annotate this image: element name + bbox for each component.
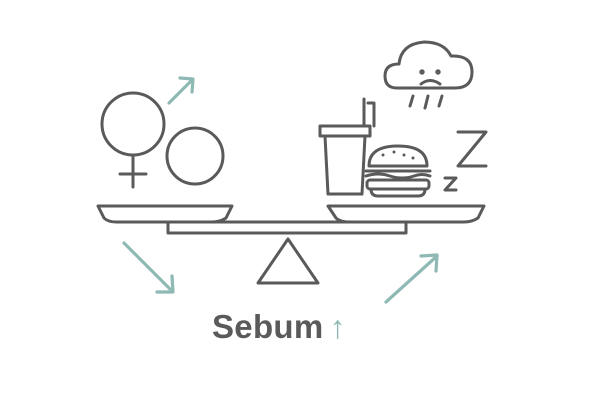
fulcrum-triangle [256, 237, 320, 285]
sleep-zz-icon [443, 130, 488, 192]
soda-cup-icon [318, 97, 376, 196]
sebum-increase-arrow-icon: ↑ [329, 308, 346, 345]
female-symbol-icon [100, 91, 166, 189]
male-symbol-icon [165, 126, 225, 186]
right-pan [326, 204, 486, 224]
left-pan [96, 204, 234, 224]
sad-rain-cloud-icon [383, 40, 474, 110]
scale-beam [166, 220, 408, 235]
burger-icon [364, 144, 432, 198]
sebum-text: Sebum [212, 308, 324, 345]
arrow-down-right-icon [122, 241, 175, 294]
sebum-label: Sebum ↑ [212, 303, 346, 351]
arrow-up-right-icon [384, 253, 439, 304]
trend-up-arrow-icon [167, 76, 195, 105]
balance-scale-icon [96, 204, 486, 285]
